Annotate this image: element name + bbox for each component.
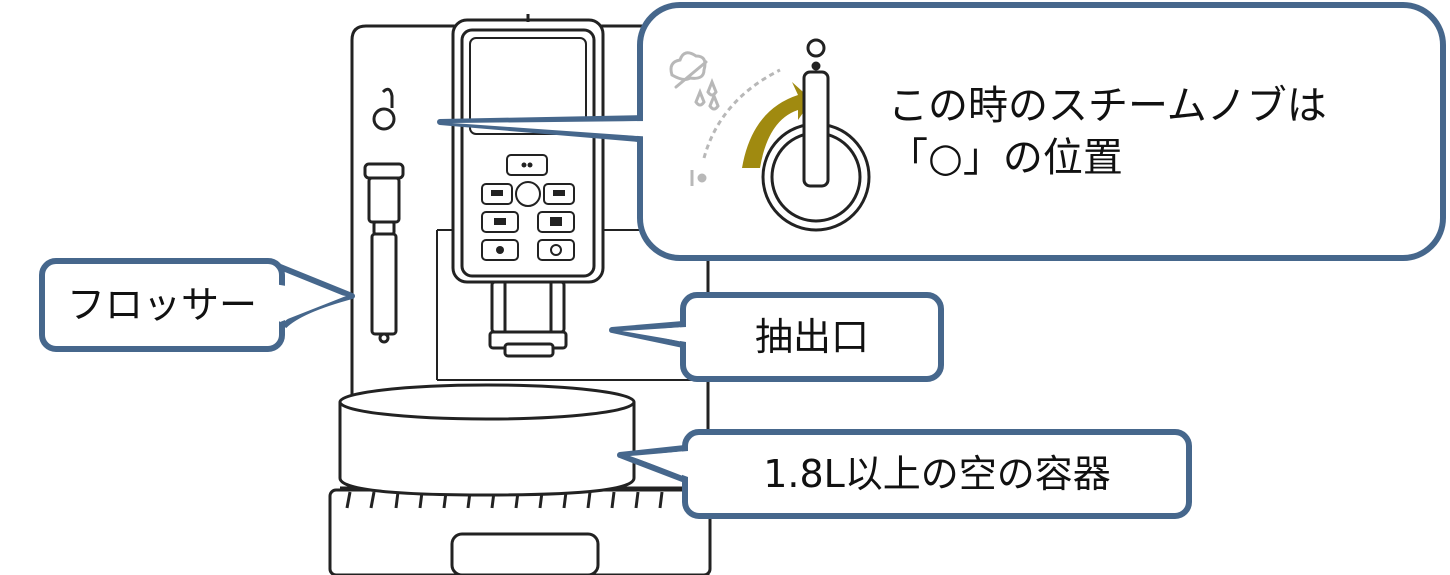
power-button [537,239,575,261]
drip-tray [328,488,712,575]
bean-button [506,154,548,176]
spout-label: 抽出口 [754,315,869,359]
knob-scale-marks [690,68,781,186]
strength-button [515,181,541,207]
steam-knob-label-line2: 「○」の位置 [888,135,1123,181]
water-drops-icon [694,77,720,111]
container [338,383,636,497]
side-steam-knob [372,87,396,131]
steam-icon [669,51,708,89]
rotation-arrow [742,82,812,168]
coffee-spout [488,280,568,358]
button-glyphs [491,162,565,256]
steam-knob-icon [761,38,871,232]
frother-wand [363,162,405,344]
container-label: 1.8L以上の空の容器 [763,452,1111,496]
frother-label: フロッサー [66,283,257,327]
steam-knob-label-line1: この時のスチームノブは [888,83,1327,129]
